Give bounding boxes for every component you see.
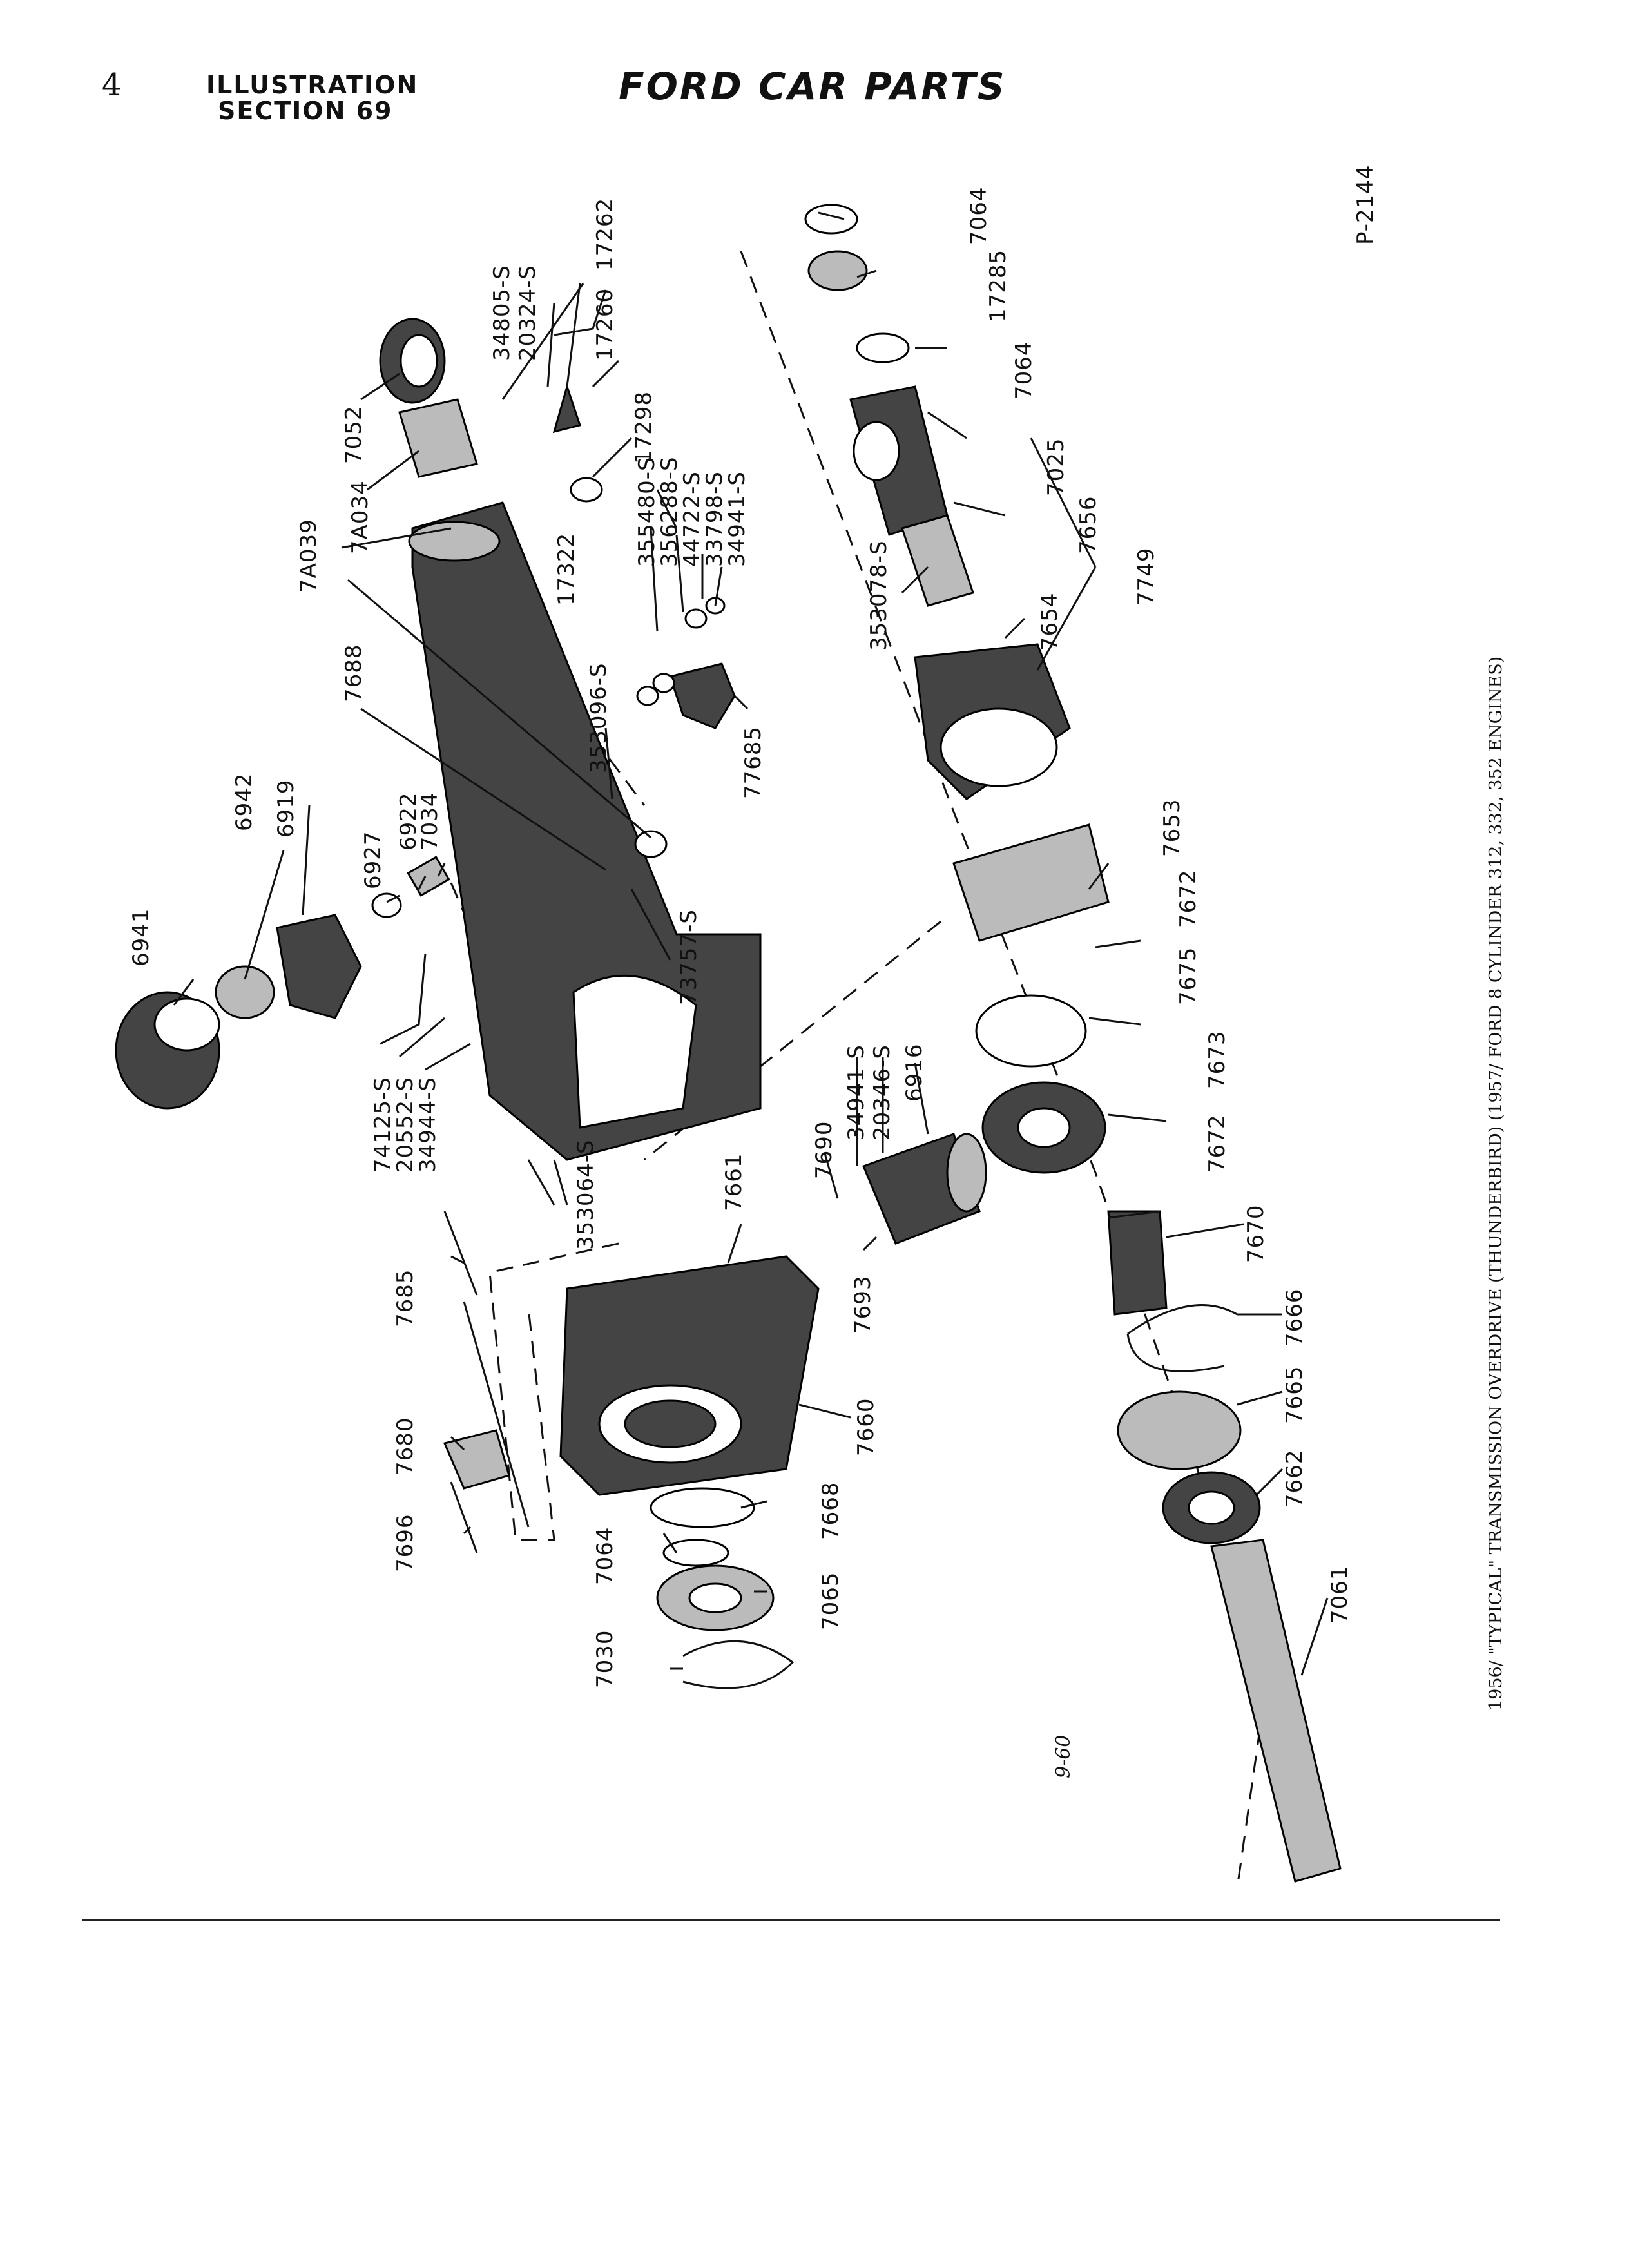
part-label-356288-s: 356288-S xyxy=(657,456,682,567)
part-label-7688: 7688 xyxy=(341,644,367,702)
front-bearing-parts xyxy=(650,1487,795,1689)
page-number: 4 xyxy=(102,67,122,103)
part-label-44722-s: 44722-S xyxy=(679,471,705,567)
overdrive-housing xyxy=(408,501,762,1161)
part-labels: 34805-S 20324-S 17262 17260 17298 7052 7… xyxy=(128,186,1353,1688)
part-label-7660: 7660 xyxy=(853,1398,879,1456)
part-label-7065: 7065 xyxy=(818,1571,843,1630)
illustration-label: ILLUSTRATION xyxy=(206,71,419,99)
part-label-7685: 7685 xyxy=(392,1269,418,1327)
figure-caption: 1956/ "TYPICAL" TRANSMISSION OVERDRIVE (… xyxy=(1486,657,1506,1711)
part-label-7680: 7680 xyxy=(392,1417,418,1475)
part-label-20552-s: 20552-S xyxy=(392,1077,418,1173)
shift-rail-parts xyxy=(443,1211,530,1553)
part-label-7656: 7656 xyxy=(1075,495,1101,554)
part-label-20346-s: 20346-S xyxy=(869,1044,895,1140)
part-label-7668: 7668 xyxy=(818,1481,843,1540)
section-label: SECTION 69 xyxy=(218,97,393,125)
part-label-6916: 6916 xyxy=(901,1043,927,1102)
part-label-355480-s: 355480-S xyxy=(634,456,660,567)
part-label-7662: 7662 xyxy=(1282,1449,1307,1508)
part-label-17262: 17262 xyxy=(592,198,618,271)
part-label-74125-s: 74125-S xyxy=(370,1077,396,1173)
part-label-73757-s: 73757-S xyxy=(676,909,702,1005)
part-label-7673: 7673 xyxy=(1204,1030,1230,1089)
gear-train xyxy=(804,204,1342,1883)
part-label-7672-bot: 7672 xyxy=(1204,1114,1230,1173)
part-label-353096-s: 353096-S xyxy=(586,662,612,773)
solenoid xyxy=(862,1133,987,1245)
part-label-7749: 7749 xyxy=(1133,547,1159,606)
adapter-plate xyxy=(559,1255,820,1496)
part-label-7675: 7675 xyxy=(1175,947,1201,1005)
part-label-7661: 7661 xyxy=(721,1153,747,1211)
part-label-7a039: 7A039 xyxy=(296,519,322,593)
part-label-7665: 7665 xyxy=(1282,1365,1307,1424)
part-label-7654: 7654 xyxy=(1037,592,1063,651)
part-label-7653: 7653 xyxy=(1159,798,1185,857)
part-label-7690: 7690 xyxy=(811,1120,837,1179)
part-label-7064-top: 7064 xyxy=(966,186,992,245)
part-label-7693: 7693 xyxy=(850,1275,876,1334)
part-label-7670: 7670 xyxy=(1243,1204,1269,1263)
part-label-17260: 17260 xyxy=(592,288,618,361)
part-label-17285: 17285 xyxy=(985,249,1011,322)
part-label-7030: 7030 xyxy=(592,1629,618,1688)
part-label-7666: 7666 xyxy=(1282,1288,1307,1347)
figure-code: P-2144 xyxy=(1353,164,1378,245)
part-label-353078-s: 353078-S xyxy=(866,540,892,651)
part-label-6927: 6927 xyxy=(360,831,386,889)
part-label-7a034: 7A034 xyxy=(347,480,373,554)
part-label-7061: 7061 xyxy=(1327,1565,1353,1624)
part-label-17322: 17322 xyxy=(554,533,579,606)
part-label-34944-s: 34944-S xyxy=(415,1077,441,1173)
part-label-7064-bot: 7064 xyxy=(592,1526,618,1585)
margin-note: 9-60 xyxy=(1052,1735,1075,1778)
part-label-7064-mid: 7064 xyxy=(1011,341,1037,399)
part-label-7034: 7034 xyxy=(417,792,443,850)
part-label-7052: 7052 xyxy=(341,405,367,464)
part-label-6941: 6941 xyxy=(128,908,154,966)
part-label-33798-s: 33798-S xyxy=(702,471,728,567)
page-divider xyxy=(82,1919,1500,1921)
page-title: FORD CAR PARTS xyxy=(619,64,1007,108)
part-label-6922: 6922 xyxy=(396,792,421,850)
governor-assembly xyxy=(115,856,450,1110)
part-label-353064-s: 353064-S xyxy=(573,1139,599,1250)
part-label-17298: 17298 xyxy=(631,391,657,464)
part-label-34805-s: 34805-S xyxy=(489,265,515,361)
part-label-7696: 7696 xyxy=(392,1514,418,1572)
part-label-20324-s: 20324-S xyxy=(515,265,541,361)
part-label-77685: 77685 xyxy=(740,726,766,799)
part-label-7672-top: 7672 xyxy=(1175,869,1201,928)
leader-lines xyxy=(173,211,1329,1676)
part-label-34941-s-top: 34941-S xyxy=(724,471,750,567)
part-label-34941-s-mid: 34941-S xyxy=(843,1044,869,1140)
part-label-6942: 6942 xyxy=(231,773,257,831)
part-label-6919: 6919 xyxy=(273,779,299,838)
part-label-7025: 7025 xyxy=(1043,437,1069,496)
